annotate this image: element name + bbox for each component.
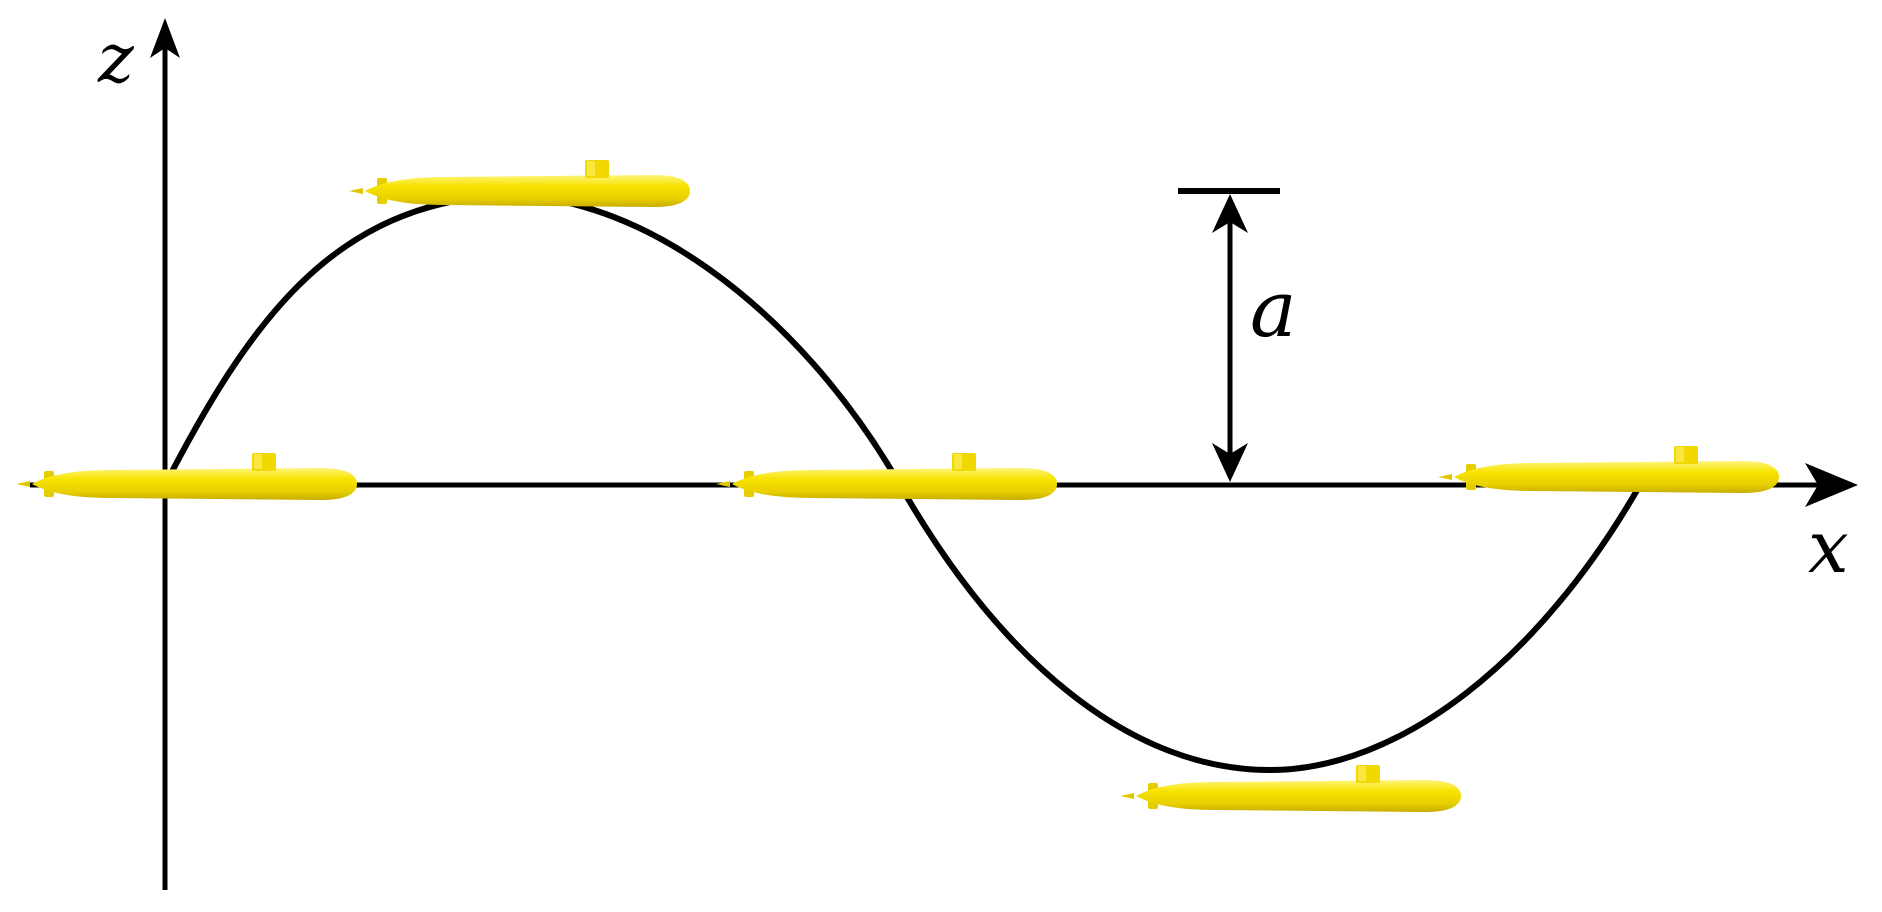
- submarine-icon: [16, 453, 357, 500]
- x-axis-label: x: [1808, 505, 1849, 589]
- submarine-icon: [349, 160, 690, 207]
- z-axis: [150, 18, 180, 890]
- amplitude-label: a: [1250, 265, 1297, 355]
- amplitude-marker: [1178, 188, 1280, 482]
- submarine-icon: [1438, 446, 1779, 493]
- z-axis-label: z: [97, 20, 135, 99]
